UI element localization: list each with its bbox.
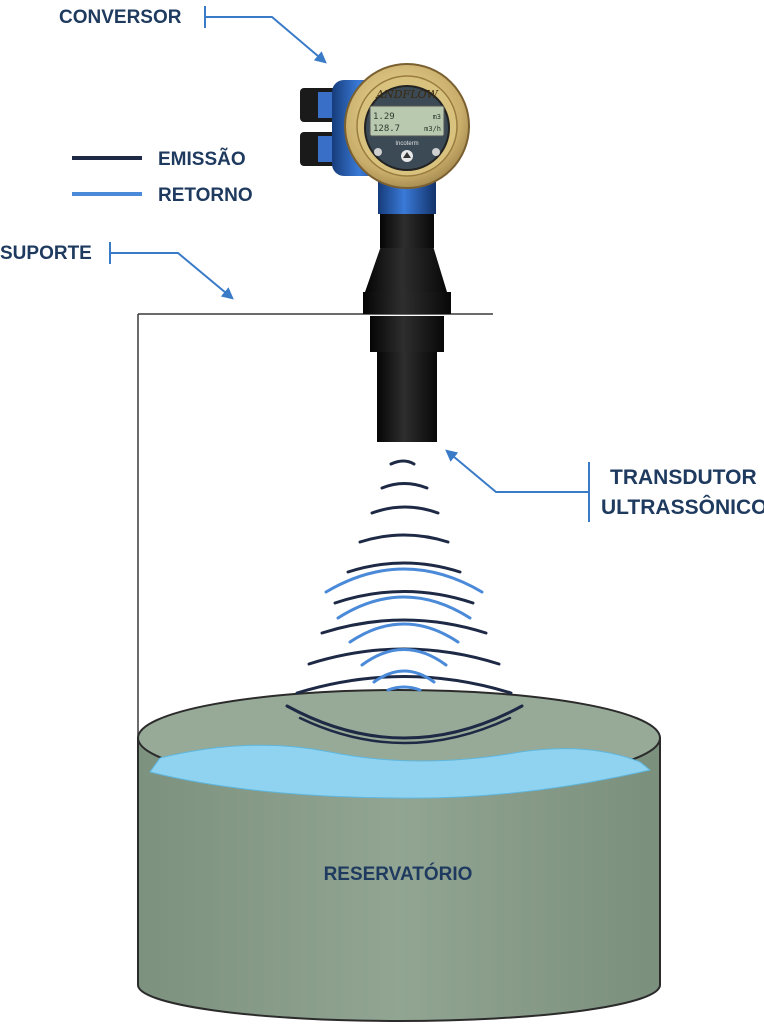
label-transdutor: TRANSDUTOR <box>610 466 757 489</box>
emission-arc <box>346 561 462 574</box>
emission-arc <box>295 675 513 695</box>
label-reservatorio: RESERVATÓRIO <box>324 863 473 885</box>
return-arc <box>324 567 484 594</box>
reservoir-tank-icon <box>137 689 661 1022</box>
emission-arc <box>380 482 429 490</box>
sound-waves <box>285 459 524 745</box>
label-suporte: SUPORTE <box>0 243 92 264</box>
keypad-button-icon <box>432 148 440 156</box>
callout-transdutor: TRANSDUTOR ULTRASSÔNICO <box>445 449 764 522</box>
ultrasonic-transducer-icon <box>363 210 451 442</box>
display-value-2: 128.7 <box>373 124 400 134</box>
display-unit-1: m3 <box>433 113 441 121</box>
return-arc <box>372 669 436 684</box>
legend-label-retorno: RETORNO <box>158 185 253 206</box>
legend-label-emissao: EMISSÃO <box>158 148 246 170</box>
emission-arc <box>358 533 450 544</box>
emission-arc <box>298 716 512 745</box>
label-conversor: CONVERSOR <box>59 7 182 28</box>
display-value-1: 1.29 <box>373 112 395 122</box>
return-arc <box>336 595 472 620</box>
brand-name: ANDFLOW <box>375 88 439 101</box>
emission-arc <box>285 704 524 740</box>
emission-arc <box>333 590 475 605</box>
arrow-up-icon <box>403 152 411 158</box>
lcd-display <box>369 105 445 137</box>
keypad-button-icon <box>374 148 382 156</box>
emission-arc <box>307 647 501 666</box>
display-unit-2: m3/h <box>424 125 441 133</box>
support-frame <box>137 313 493 738</box>
label-ultrassonico: ULTRASSÔNICO <box>601 495 764 519</box>
legend: EMISSÃO RETORNO <box>72 148 253 206</box>
return-arc <box>348 622 460 644</box>
display-caption: Incoterm <box>395 141 418 147</box>
emission-arc <box>370 505 440 515</box>
water-surface <box>149 744 652 799</box>
return-arc <box>386 685 422 692</box>
callout-suporte: SUPORTE <box>0 242 234 300</box>
ultrasonic-converter-icon: ANDFLOW 1.29 m3 128.7 m3/h Incoterm <box>300 63 470 214</box>
return-arc <box>360 648 448 667</box>
callout-conversor: CONVERSOR <box>59 6 327 64</box>
emission-arc <box>320 618 488 635</box>
emission-arc <box>389 459 416 466</box>
